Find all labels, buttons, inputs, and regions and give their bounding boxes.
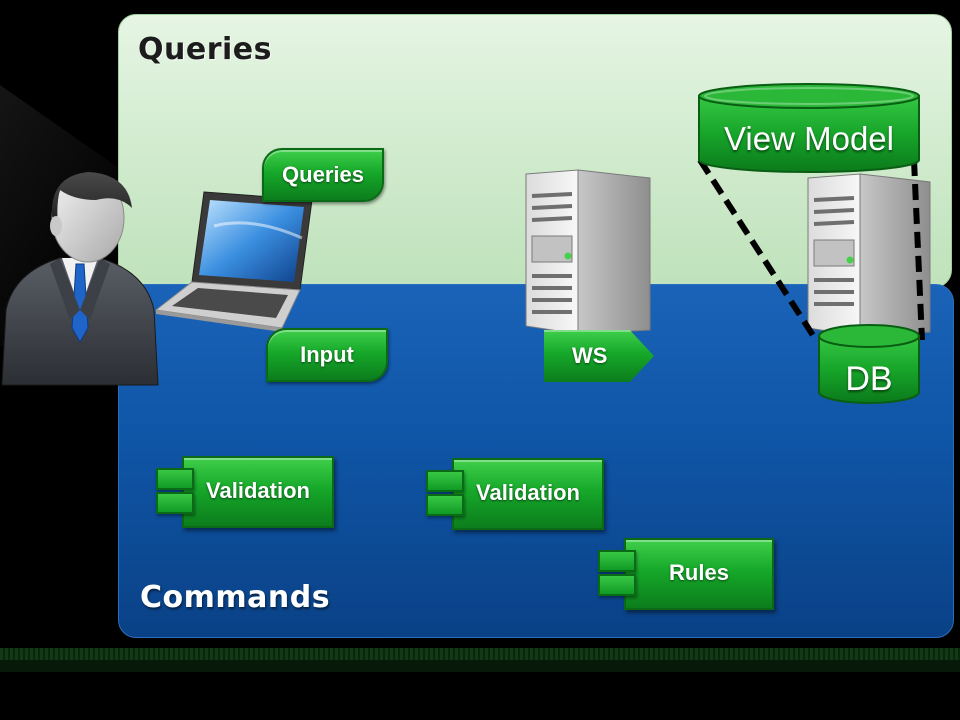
view-model-label: View Model — [724, 120, 894, 157]
component-label: Rules — [624, 538, 774, 610]
database-icon — [698, 83, 920, 173]
footer-band — [0, 660, 960, 672]
component-port — [156, 468, 194, 490]
rules-component: Rules — [598, 538, 774, 610]
component-label: Validation — [452, 458, 604, 530]
client-validation-component: Validation — [156, 456, 334, 528]
queries-tag: Queries — [262, 148, 384, 202]
server-validation-component: Validation — [426, 458, 604, 530]
input-tag: Input — [266, 328, 388, 382]
component-port — [598, 574, 636, 596]
sync-link — [697, 158, 925, 342]
component-port — [426, 494, 464, 516]
component-port — [426, 470, 464, 492]
db-label: DB — [845, 360, 893, 398]
database-icon — [818, 324, 920, 404]
server-icon — [807, 173, 931, 337]
queries-panel-title: Queries — [138, 32, 272, 67]
laptop-icon — [154, 191, 313, 332]
server-icon — [525, 169, 651, 335]
ws-tag: WS — [544, 330, 654, 382]
user-icon — [1, 172, 159, 386]
component-label: Validation — [182, 456, 334, 528]
component-port — [598, 550, 636, 572]
component-port — [156, 492, 194, 514]
commands-panel-title: Commands — [140, 580, 331, 615]
footer-band — [0, 648, 960, 660]
